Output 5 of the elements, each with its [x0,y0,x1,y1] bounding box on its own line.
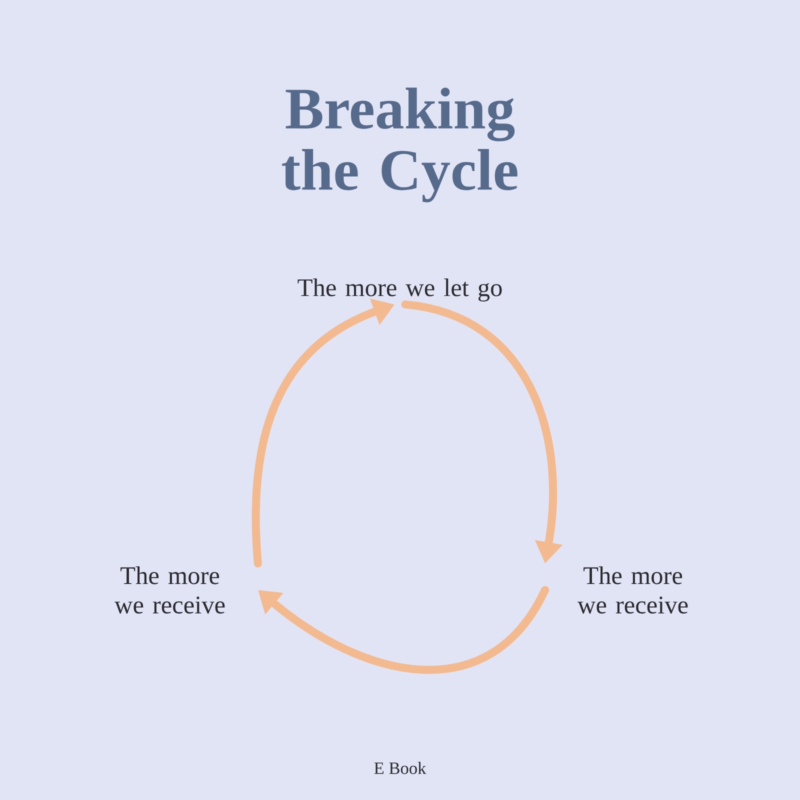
cycle-label: The more we receive [577,566,688,614]
title: Breaking the Cycle [282,88,518,202]
cycle-label: The more we receive [114,566,225,614]
footer-label: E Book [374,762,426,774]
cycle-label: The more we let go [298,278,502,302]
